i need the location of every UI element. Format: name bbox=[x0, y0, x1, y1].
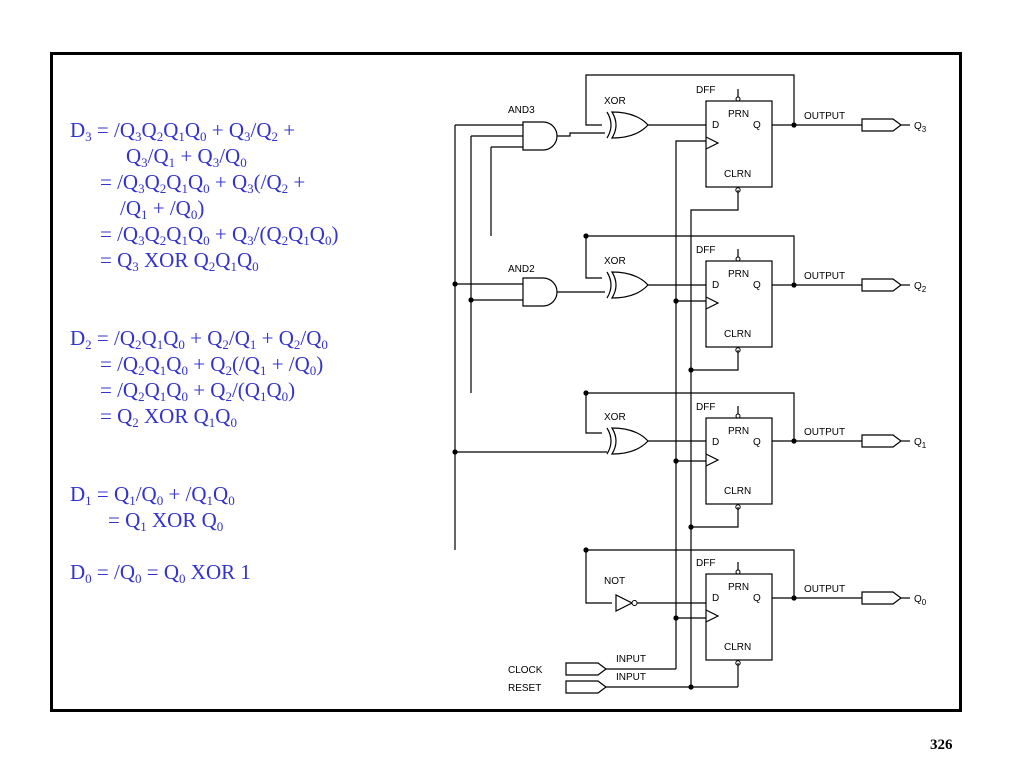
junction-dot bbox=[583, 233, 589, 239]
junction-dot bbox=[688, 684, 694, 690]
output-label: OUTPUT bbox=[804, 111, 845, 122]
dff-label: DFF bbox=[696, 245, 715, 256]
clock-pin-triangle bbox=[705, 609, 720, 623]
preset-bubble bbox=[735, 569, 741, 575]
output-label-q1: Q1 bbox=[914, 437, 927, 450]
xor-gate bbox=[610, 111, 649, 139]
xor-gate bbox=[610, 271, 649, 299]
prn-label: PRN bbox=[728, 426, 749, 437]
wire bbox=[691, 350, 739, 371]
junction-dot bbox=[673, 615, 679, 621]
equation-line: Q3/Q1 + Q3/Q0 bbox=[126, 144, 247, 170]
equation-line: = /Q3Q2Q1Q0 + Q3/(Q2Q1Q0) bbox=[100, 222, 339, 248]
clock-pin-triangle bbox=[705, 136, 720, 150]
wire bbox=[585, 74, 795, 126]
output-label-q0: Q0 bbox=[914, 594, 927, 607]
dff-label: DFF bbox=[696, 402, 715, 413]
xor-gate-input-curve bbox=[606, 271, 612, 299]
and3-label: AND3 bbox=[508, 105, 535, 116]
and-gate bbox=[522, 121, 558, 151]
junction-dot bbox=[452, 281, 458, 287]
junction-dot bbox=[673, 298, 679, 304]
equation-line: = /Q2Q1Q0 + Q2(/Q1 + /Q0) bbox=[100, 352, 324, 378]
dff-label: DFF bbox=[696, 558, 715, 569]
wire bbox=[675, 140, 706, 669]
clrn-label: CLRN bbox=[724, 329, 751, 340]
clrn-label: CLRN bbox=[724, 169, 751, 180]
output-label: OUTPUT bbox=[804, 427, 845, 438]
d-pin-label: D bbox=[712, 280, 719, 291]
xor-gate-input-curve bbox=[606, 111, 612, 139]
not-gate bbox=[615, 594, 634, 612]
junction-dot bbox=[673, 458, 679, 464]
and-gate bbox=[522, 277, 558, 307]
equation-line: = Q1 XOR Q0 bbox=[108, 508, 224, 534]
junction-dot bbox=[688, 524, 694, 530]
slide-frame bbox=[50, 52, 962, 712]
equation-line: D2 = /Q2Q1Q0 + Q2/Q1 + Q2/Q0 bbox=[70, 326, 328, 352]
d-pin-label: D bbox=[712, 437, 719, 448]
junction-dot bbox=[583, 547, 589, 553]
q-pin-label: Q bbox=[753, 593, 761, 604]
clock-pin-triangle bbox=[705, 296, 720, 310]
xor-label: XOR bbox=[604, 412, 626, 423]
output-pin bbox=[861, 278, 902, 292]
equation-line: = /Q2Q1Q0 + Q2/(Q1Q0) bbox=[100, 378, 296, 404]
prn-label: PRN bbox=[728, 109, 749, 120]
junction-dot bbox=[468, 297, 474, 303]
output-label: OUTPUT bbox=[804, 271, 845, 282]
xor-gate-input-curve bbox=[606, 427, 612, 455]
xor-gate bbox=[610, 427, 649, 455]
q-pin-label: Q bbox=[753, 280, 761, 291]
equation-line: D3 = /Q3Q2Q1Q0 + Q3/Q2 + bbox=[70, 118, 296, 144]
reset-label: RESET bbox=[508, 683, 541, 694]
junction-dot bbox=[452, 449, 458, 455]
equation-line: D0 = /Q0 = Q0 XOR 1 bbox=[70, 560, 251, 586]
not-gate-bubble bbox=[631, 600, 638, 606]
reset-input-pin bbox=[565, 680, 607, 694]
output-pin bbox=[861, 434, 902, 448]
clock-pin-triangle bbox=[705, 453, 720, 467]
wire bbox=[691, 507, 739, 528]
q-pin-label: Q bbox=[753, 120, 761, 131]
clock-input-label: INPUT bbox=[616, 654, 646, 665]
equation-line: D1 = Q1/Q0 + /Q1Q0 bbox=[70, 482, 235, 508]
wire bbox=[690, 190, 739, 687]
and2-label: AND2 bbox=[508, 264, 535, 275]
wire bbox=[557, 132, 605, 137]
output-pin bbox=[861, 591, 902, 605]
clock-input-pin bbox=[565, 662, 607, 676]
output-label-q2: Q2 bbox=[914, 281, 927, 294]
dff-label: DFF bbox=[696, 85, 715, 96]
q-pin-label: Q bbox=[753, 437, 761, 448]
output-label: OUTPUT bbox=[804, 584, 845, 595]
equation-line: = Q2 XOR Q1Q0 bbox=[100, 404, 237, 430]
prn-label: PRN bbox=[728, 582, 749, 593]
clock-label: CLOCK bbox=[508, 665, 543, 676]
reset-input-label: INPUT bbox=[616, 672, 646, 683]
equation-line: = Q3 XOR Q2Q1Q0 bbox=[100, 248, 259, 274]
junction-dot bbox=[583, 390, 589, 396]
clrn-label: CLRN bbox=[724, 486, 751, 497]
page-number: 326 bbox=[930, 737, 953, 753]
prn-label: PRN bbox=[728, 269, 749, 280]
preset-bubble bbox=[735, 256, 741, 262]
junction-dot bbox=[688, 367, 694, 373]
output-label-q3: Q3 bbox=[914, 121, 927, 134]
not-label: NOT bbox=[604, 576, 625, 587]
xor-label: XOR bbox=[604, 256, 626, 267]
d-pin-label: D bbox=[712, 593, 719, 604]
clrn-label: CLRN bbox=[724, 642, 751, 653]
equation-line: = /Q3Q2Q1Q0 + Q3(/Q2 + bbox=[100, 170, 306, 196]
xor-label: XOR bbox=[604, 96, 626, 107]
output-pin bbox=[861, 118, 902, 132]
equation-line: /Q1 + /Q0) bbox=[120, 196, 205, 222]
d-pin-label: D bbox=[712, 120, 719, 131]
preset-bubble bbox=[735, 413, 741, 419]
preset-bubble bbox=[735, 96, 741, 102]
